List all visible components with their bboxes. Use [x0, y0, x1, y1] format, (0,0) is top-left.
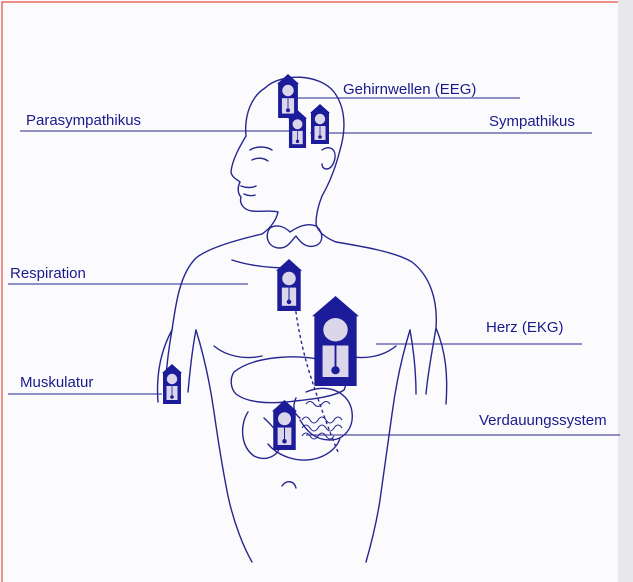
label-herz-ekg: Herz (EKG)	[486, 319, 564, 337]
right-edge-strip	[618, 0, 633, 582]
leader-lines	[8, 98, 620, 435]
clock-respiration-icon	[276, 259, 302, 311]
clock-muscle-icon	[162, 364, 182, 404]
clock-sympathikus-icon	[310, 104, 330, 144]
label-verdauungssystem: Verdauungssystem	[479, 412, 607, 430]
label-muskulatur: Muskulatur	[20, 374, 93, 392]
intestine-scribble	[302, 402, 342, 440]
body-outline	[158, 77, 447, 562]
label-respiration: Respiration	[10, 265, 86, 283]
clock-heart-icon	[312, 296, 359, 386]
clock-brain-icon	[277, 74, 299, 118]
label-sympathikus: Sympathikus	[489, 113, 575, 131]
label-gehirnwellen-eeg: Gehirnwellen (EEG)	[343, 81, 476, 99]
clock-digestion-icon	[272, 400, 297, 450]
label-parasympathikus: Parasympathikus	[26, 112, 141, 130]
